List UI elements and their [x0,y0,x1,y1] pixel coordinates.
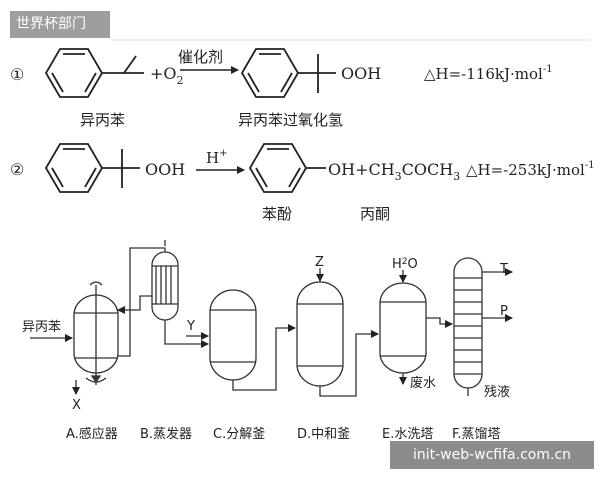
caption-unit-c: C.分解釜 [213,427,265,442]
reaction-2-number: ② [10,160,24,179]
unit-c-decomposer [209,289,257,381]
watermark-bottom: init-web-wcfifa.com.cn [390,441,594,469]
label-h2o: H2O [392,257,418,272]
pipe-a-to-b [118,247,166,357]
svg-text:OOH: OOH [341,64,381,83]
process-flowsheet [30,240,513,397]
watermark-top: 世界杯部门 [10,11,110,38]
label-acetone: 丙酮 [360,205,390,223]
unit-d-neutralizer [296,281,344,387]
benzene-ring-reactant-2 [44,143,140,193]
reaction-1-number: ① [10,65,24,84]
unit-a-reactor [73,281,119,385]
catalyst-label-1: 催化剂 [178,48,223,66]
label-feed: 异丙苯 [22,320,61,335]
svg-text:OOH: OOH [145,160,185,179]
catalyst-label-2: H+ [206,148,227,167]
unit-b-evaporator [151,251,179,321]
svg-text:+O2: +O2 [150,64,184,87]
caption-unit-f: F.蒸馏塔 [452,427,501,442]
svg-text:△H=-116kJ·mol-1: △H=-116kJ·mol-1 [424,64,553,83]
pipe-d-to-e [319,330,379,397]
unit-f-distillation-tower [453,257,483,389]
unit-caption-row: A.感应器 B.蒸发器 C.分解釜 D.中和釜 E.水洗塔 F.蒸馏塔 [66,426,501,442]
label-cumene: 异丙苯 [80,111,125,129]
label-phenol: 苯酚 [262,205,292,223]
benzene-ring-phenol [248,143,326,193]
benzene-ring-hydroperoxide [240,48,336,98]
svg-text:OH+CH3COCH3: OH+CH3COCH3 [328,160,460,183]
label-x: X [72,398,81,413]
pipe-c-to-d [232,324,296,391]
caption-unit-a: A.感应器 [66,426,118,442]
label-waste-water: 废水 [410,375,436,391]
label-y: Y [186,319,195,334]
caption-unit-e: E.水洗塔 [382,427,433,442]
label-p: P [500,304,508,319]
benzene-ring-cumene [44,48,144,98]
label-residue: 残液 [484,385,510,400]
pipe-b-return [117,295,152,314]
caption-unit-d: D.中和釜 [297,427,350,442]
unit-e-washing-tower [379,282,427,374]
pipe-b-to-c [164,320,209,348]
reaction-2: ② OOH H+ OH+CH3COCH3 △H=-253kJ·mol-1 苯酚 … [10,143,595,223]
reaction-1: ① +O2 催化剂 OOH △H=-116kJ·mol-1 异丙苯 [10,48,553,129]
label-z: Z [315,255,324,270]
flow-labels: 异丙苯 X Y Z H2O 废水 T P 残液 [22,255,510,413]
label-t: T [499,262,508,277]
pipe-e-to-f [426,317,453,328]
svg-text:△H=-253kJ·mol-1: △H=-253kJ·mol-1 [466,160,595,179]
label-cumene-hydroperoxide: 异丙苯过氧化氢 [238,111,343,129]
caption-unit-b: B.蒸发器 [140,426,192,442]
